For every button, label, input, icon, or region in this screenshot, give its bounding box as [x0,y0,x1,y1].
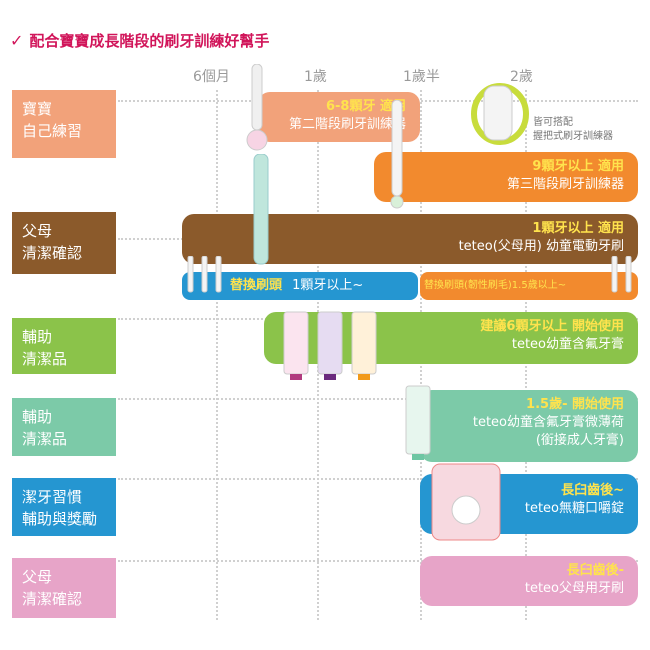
title-text: 配合寶寶成長階段的刷牙訓練好幫手 [29,32,270,50]
toothpaste-tubes-icon [283,311,377,380]
column-label-1-5y: 1歲半 [403,69,440,85]
replace-head-soft-text: 替換刷頭(韌性刷毛)1.5歲以上~ [424,280,567,291]
note-line2: 握把式刷牙訓練器 [533,131,613,142]
replace-head-text: 1顆牙以上~ [292,278,364,293]
mint-text1: teteo幼童含氟牙膏微薄荷 [472,415,624,430]
paste-text: teteo幼童含氟牙膏 [511,337,624,352]
page-title: ✓ 配合寶寶成長階段的刷牙訓練好幫手 [10,30,269,51]
stage2-text: 第二階段刷牙訓練器 [288,117,406,132]
row-label-text: 輔助 清潔品 [22,408,68,448]
handle-trainer-icon [471,83,529,145]
replace-head-soft-bar: 替換刷頭(韌性刷毛)1.5歲以上~ [420,272,638,300]
row-label-text: 寶寶 自己練習 [22,100,83,140]
chewable-tablet-pack-icon [431,463,501,541]
parent-brush-highlight: 長臼齒後- [566,563,624,578]
electric-highlight: 1顆牙以上 適用 [532,221,624,236]
stage2-highlight: 6-8顆牙 適用 [325,99,406,114]
replace-head-label: 替換刷頭 [230,278,283,293]
grid-hline [118,478,638,480]
column-label-2y: 2歲 [510,69,533,85]
column-label-1y: 1歲 [304,69,327,85]
row-label-parent-check: 父母 清潔確認 [12,212,116,274]
row-label-text: 父母 清潔確認 [22,568,83,608]
mint-paste-bar: 1.5歲- 開始使用 teteo幼童含氟牙膏微薄荷 (銜接成人牙膏) [420,390,638,462]
parent-brush-text: teteo父母用牙刷 [524,581,624,596]
note-line1: 皆可搭配 [533,117,573,128]
replacement-heads-soft-icon [611,256,632,293]
stage3-highlight: 9顆牙以上 適用 [532,159,624,174]
grid-vline [216,90,218,620]
stage2-trainer-bar: 6-8顆牙 適用 第二階段刷牙訓練器 [258,92,420,142]
mint-text2: (銜接成人牙膏) [535,433,624,448]
candy-highlight: 長臼齒後~ [561,483,624,498]
check-icon: ✓ [10,31,24,50]
row-label-baby-practice: 寶寶 自己練習 [12,90,116,158]
grid-hline [118,560,638,562]
candy-text: teteo無糖口嚼錠 [524,501,624,516]
row-label-text: 輔助 清潔品 [22,328,68,368]
row-label-aid-2: 輔助 清潔品 [12,398,116,456]
electric-text: teteo(父母用) 幼童電動牙刷 [458,239,624,254]
stage2-trainer-icon [246,64,268,151]
column-label-6m: 6個月 [193,69,230,85]
row-label-habit-reward: 潔牙習慣 輔助與獎勵 [12,478,116,536]
row-label-aid-1: 輔助 清潔品 [12,318,116,374]
stage3-trainer-icon [390,100,404,209]
grid-hline [118,398,638,400]
row-label-parent-check-2: 父母 清潔確認 [12,558,116,618]
replacement-heads-icon [187,256,222,293]
paste-highlight: 建議6顆牙以上 開始使用 [480,319,624,334]
electric-brush-icon [253,154,269,265]
mint-paste-tube-icon [405,385,431,460]
stage3-text: 第三階段刷牙訓練器 [506,177,624,192]
compatible-note: 皆可搭配 握把式刷牙訓練器 [533,116,613,144]
row-label-text: 潔牙習慣 輔助與獎勵 [22,488,98,528]
stage3-trainer-bar: 9顆牙以上 適用 第三階段刷牙訓練器 [374,152,638,202]
mint-highlight: 1.5歲- 開始使用 [526,397,624,412]
row-label-text: 父母 清潔確認 [22,222,83,262]
parent-brush-bar: 長臼齒後- teteo父母用牙刷 [420,556,638,606]
